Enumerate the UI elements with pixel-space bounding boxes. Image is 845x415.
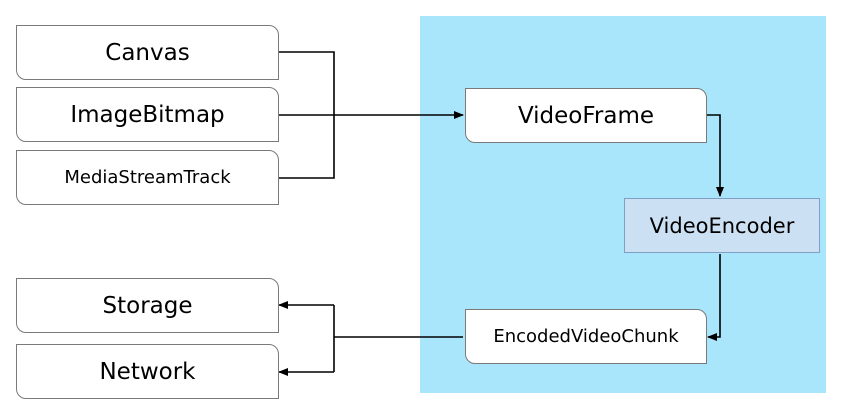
mediastreamtrack-connector [279, 115, 335, 179]
node-canvas-label: Canvas [105, 39, 190, 66]
node-videoencoder: VideoEncoder [624, 198, 820, 253]
node-encodedvideochunk: EncodedVideoChunk [465, 309, 707, 364]
node-storage-label: Storage [102, 292, 193, 319]
node-videoframe: VideoFrame [465, 88, 707, 143]
encoder-to-chunk-arrow [707, 254, 721, 341]
node-network: Network [16, 344, 279, 399]
node-videoencoder-label: VideoEncoder [649, 213, 795, 238]
node-imagebitmap-label: ImageBitmap [70, 101, 225, 128]
node-mediastreamtrack-label: MediaStreamTrack [64, 167, 231, 188]
node-storage: Storage [16, 278, 279, 333]
node-imagebitmap: ImageBitmap [16, 87, 279, 142]
node-canvas: Canvas [16, 25, 279, 80]
canvas-connector [279, 51, 335, 115]
node-videoframe-label: VideoFrame [517, 102, 655, 129]
node-encodedvideochunk-label: EncodedVideoChunk [493, 326, 679, 347]
node-mediastreamtrack: MediaStreamTrack [16, 150, 279, 205]
node-network-label: Network [99, 358, 196, 385]
videoframe-to-encoder-arrow [707, 114, 724, 197]
